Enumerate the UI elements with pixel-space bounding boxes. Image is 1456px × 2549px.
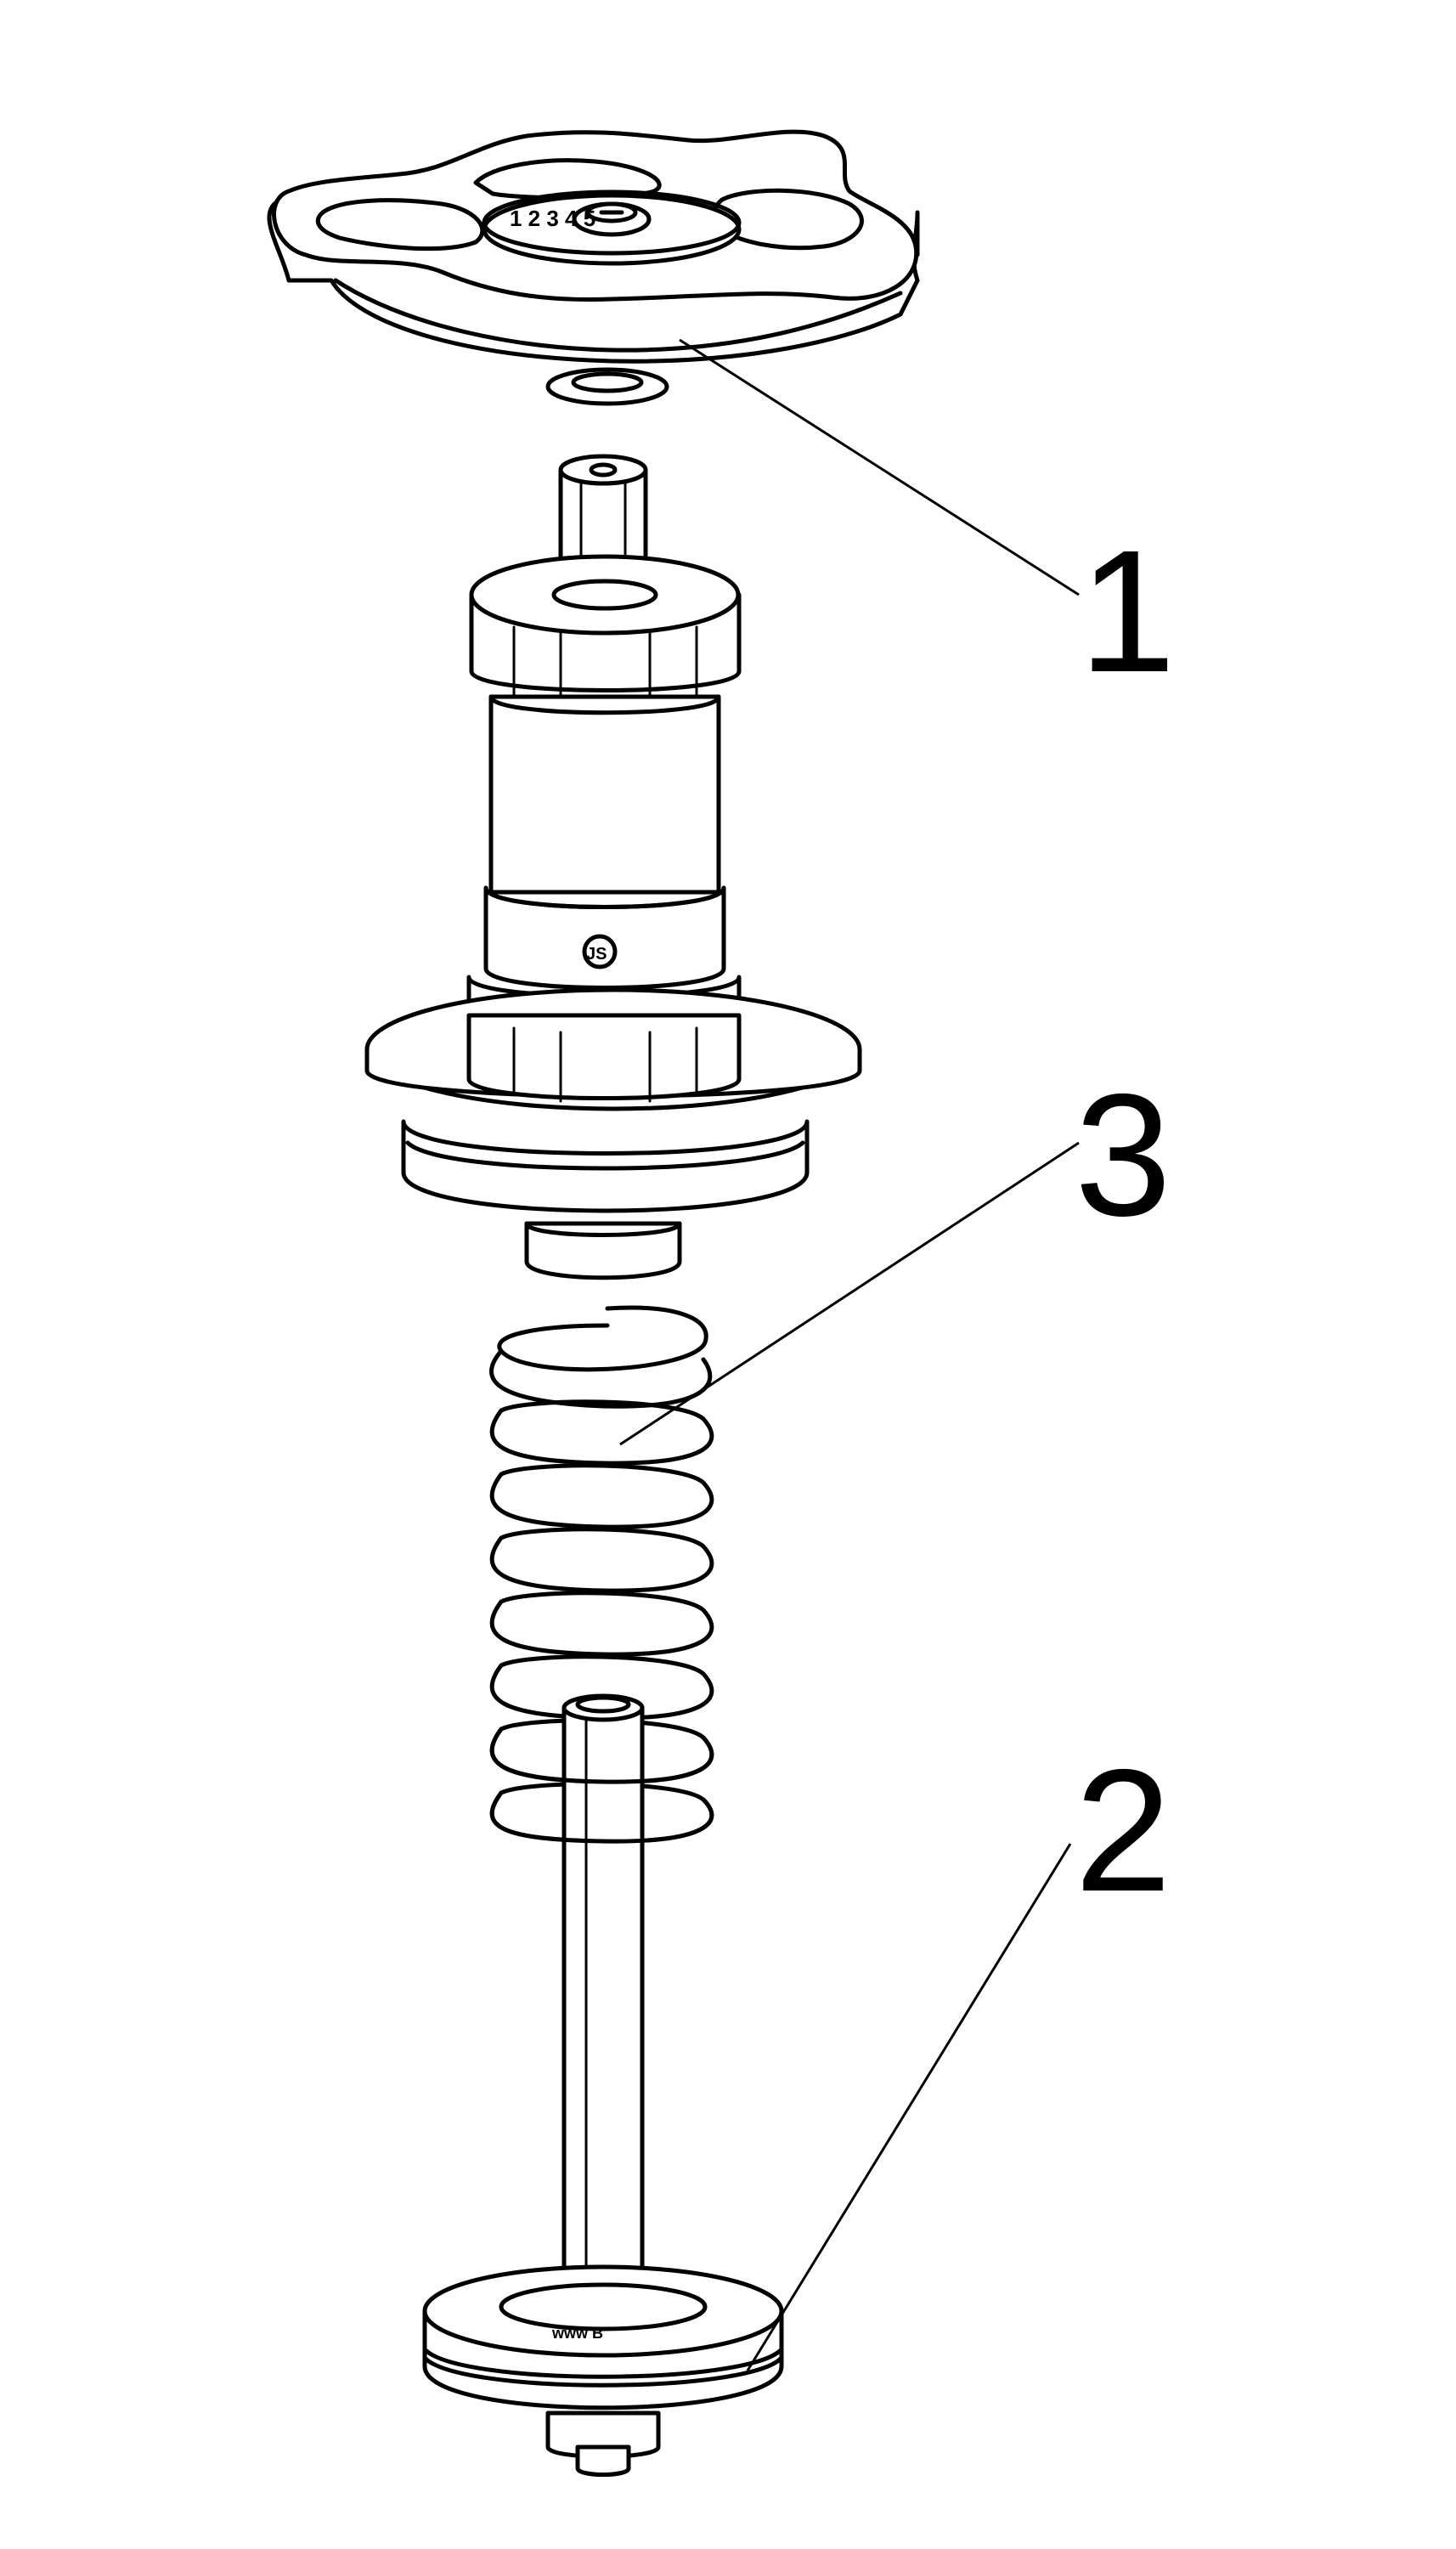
handwheel: 1 2 3 4 5	[267, 129, 920, 406]
disc-stamp: www B	[551, 2325, 603, 2342]
body-logo: JS	[586, 945, 607, 964]
valve-upper-body: JS	[364, 454, 862, 1280]
valve-stem-disc: www B	[422, 1693, 784, 2477]
leader-line-1	[679, 338, 1080, 596]
leader-line-3	[619, 1141, 1080, 1446]
handwheel-digits: 1 2 3 4 5	[510, 206, 595, 231]
callout-3: 3	[1075, 1058, 1171, 1252]
leader-line-2	[746, 1843, 1072, 2371]
callout-1: 1	[1079, 514, 1176, 709]
callout-2: 2	[1075, 1733, 1171, 1928]
